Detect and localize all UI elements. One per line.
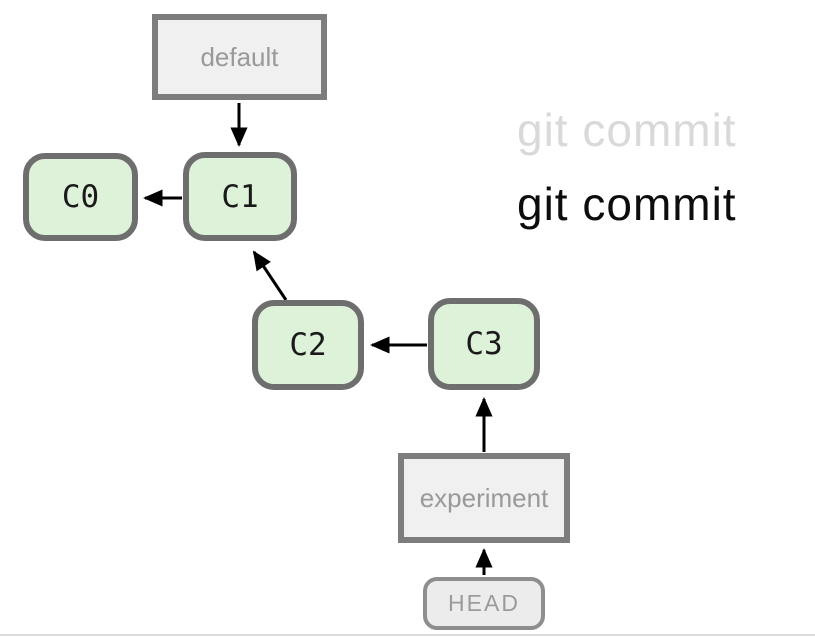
commit-label-c2: C2 — [289, 327, 327, 363]
branch-label-experiment: experiment — [419, 482, 549, 513]
commit-node-c0: C0 — [23, 153, 138, 241]
commit-node-c2: C2 — [252, 300, 364, 390]
command-caption-current: git commit — [517, 178, 737, 230]
branch-label-default: default — [200, 41, 279, 72]
head-label: HEAD — [448, 590, 520, 616]
commit-label-c1: C1 — [221, 178, 259, 215]
commit-label-c0: C0 — [61, 179, 100, 215]
branch-box-default: default — [152, 14, 327, 100]
commit-node-c3: C3 — [428, 298, 540, 390]
bottom-divider-line — [0, 634, 815, 636]
commit-label-c3: C3 — [465, 326, 503, 362]
branch-box-experiment: experiment — [398, 453, 570, 543]
head-pointer-box: HEAD — [423, 577, 545, 630]
command-caption-previous: git commit — [517, 104, 737, 156]
edge-c2-to-c1 — [252, 250, 288, 301]
commit-node-c1: C1 — [183, 152, 297, 241]
